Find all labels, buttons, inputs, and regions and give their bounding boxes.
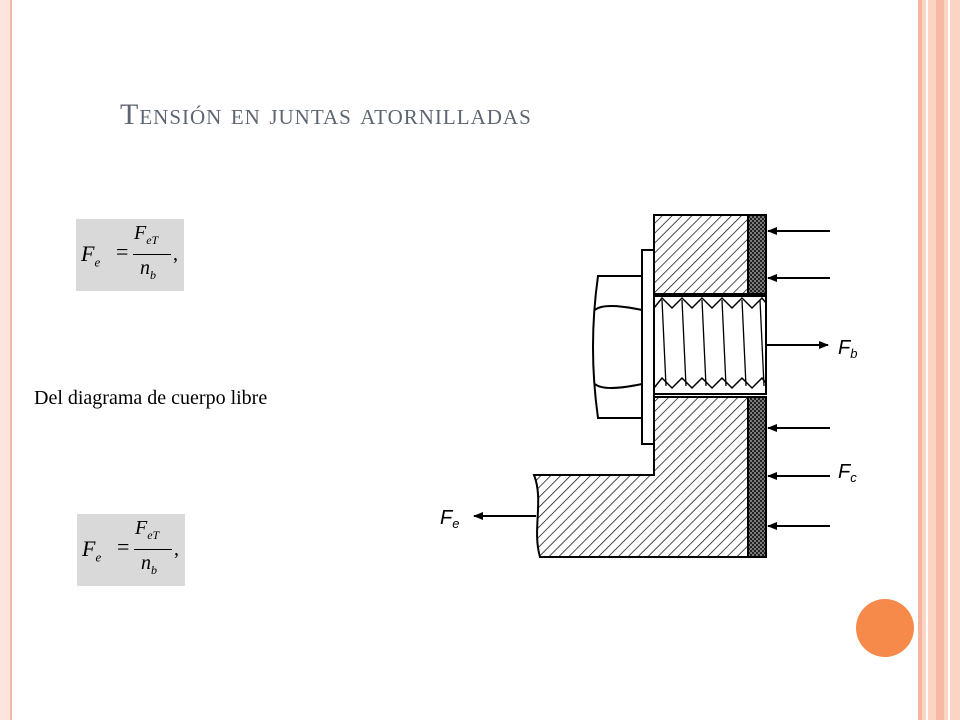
formula-denominator-subscript: b	[151, 563, 157, 577]
bolt-head	[592, 275, 643, 419]
frame-stripe	[926, 0, 928, 720]
washer	[641, 249, 655, 445]
label-fc-subscript: c	[850, 470, 857, 485]
formula-denominator-symbol: n	[140, 257, 150, 279]
label-fe-symbol: F	[440, 507, 454, 529]
lower-member-gasket	[747, 396, 767, 558]
formula-lhs: Fe	[81, 241, 100, 270]
frame-stripe	[918, 0, 922, 720]
label-fc-symbol: F	[838, 461, 852, 483]
bolt-shank	[653, 295, 767, 395]
right-frame-border	[918, 0, 960, 720]
upper-plate	[653, 214, 749, 295]
label-fb-symbol: F	[838, 337, 852, 359]
caption-free-body-diagram: Del diagrama de cuerpo libre	[34, 387, 268, 409]
formula-denominator-symbol: n	[141, 552, 151, 574]
formula-lhs-subscript: e	[94, 254, 101, 270]
formula-lhs-symbol: F	[82, 536, 96, 561]
label-fb: Fb	[838, 337, 857, 361]
decorative-orange-circle	[856, 599, 914, 657]
formula-bottom: Fe = FeT nb ,	[77, 514, 185, 586]
formula-equals: =	[116, 239, 129, 264]
formula-denominator-subscript: b	[150, 268, 156, 282]
formula-lhs-symbol: F	[81, 241, 95, 266]
upper-plate-gasket	[747, 214, 767, 295]
formula-numerator-subscript: eT	[146, 233, 159, 247]
bolted-joint-diagram: Fb Fc Fe	[440, 214, 857, 558]
label-fe-subscript: e	[452, 516, 459, 531]
label-fc: Fc	[838, 461, 857, 485]
formula-equals: =	[117, 534, 130, 559]
formula-lhs: Fe	[82, 536, 101, 565]
formula-numerator: FeT	[135, 517, 159, 543]
formula-numerator-subscript: eT	[147, 528, 160, 542]
slide-title: Tensión en juntas atornilladas	[120, 98, 532, 131]
formula-comma: ,	[174, 538, 179, 560]
formula-lhs-subscript: e	[95, 549, 102, 565]
lower-member	[532, 396, 749, 558]
formula-numerator: FeT	[134, 222, 158, 248]
fraction-bar	[134, 549, 172, 550]
left-frame-border	[0, 0, 12, 720]
frame-stripe	[948, 0, 950, 720]
formula-numerator-symbol: F	[134, 222, 147, 244]
frame-stripe	[936, 0, 944, 720]
formula-comma: ,	[173, 243, 178, 265]
formula-top: Fe = FeT nb ,	[76, 219, 184, 291]
label-fe: Fe	[440, 507, 459, 531]
formula-denominator: nb	[141, 552, 157, 578]
formula-numerator-symbol: F	[135, 517, 148, 539]
fraction-bar	[133, 254, 171, 255]
formula-denominator: nb	[140, 257, 156, 283]
label-fb-subscript: b	[850, 346, 857, 361]
